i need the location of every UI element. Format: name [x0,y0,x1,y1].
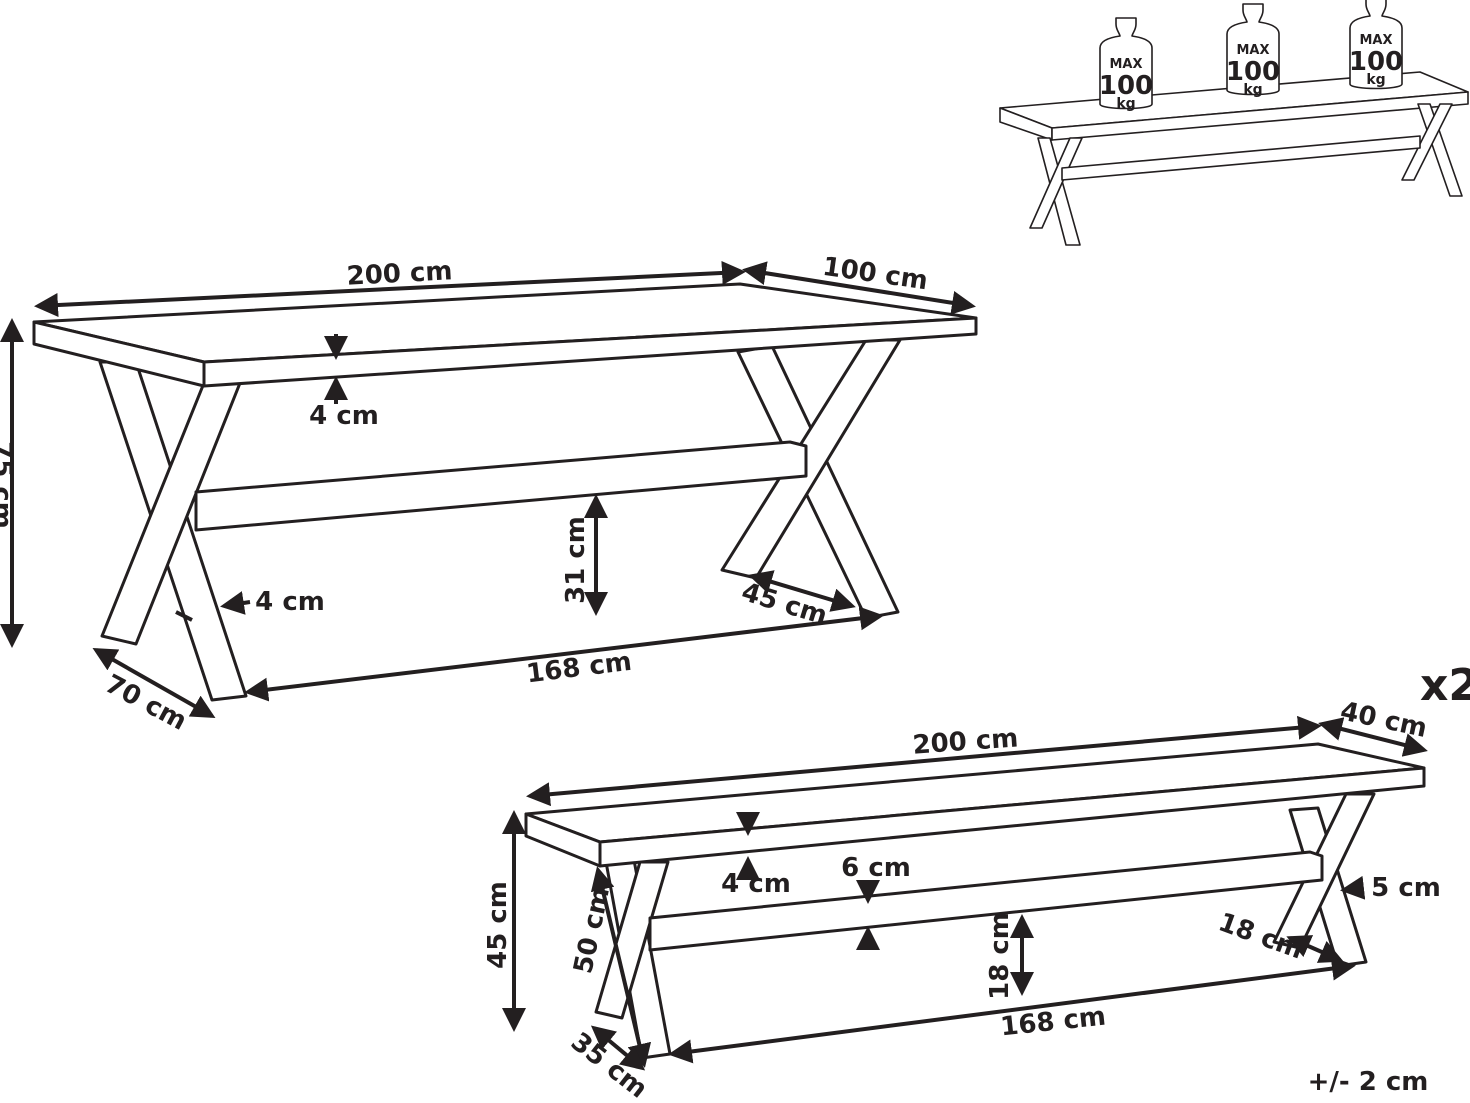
weight-value: 100 [1099,71,1153,101]
bench-count-label: x2 [1420,660,1470,711]
table-leg-thickness-label: 4 cm [255,587,325,617]
weight-value: 100 [1349,47,1403,77]
bench-length-label: 200 cm [912,723,1020,760]
table-top-thickness-label: 4 cm [309,401,379,431]
table-length-dimension [34,260,746,318]
weight-max-label: MAX [1236,43,1269,58]
table-width-dimension [742,261,976,315]
weight-max-label: MAX [1109,57,1142,72]
table-length-label: 200 cm [346,256,453,291]
bench-leg-span-dimension [1286,935,1344,963]
weight-unit: kg [1243,82,1262,98]
bench-top-thickness-label: 4 cm [721,869,791,899]
table-clearance-label: 31 cm [561,516,591,604]
table-height-label: 75 cm [0,441,17,529]
bench-thumbnail [999,71,1469,246]
bench-drawing: x2 200 cm 40 cm 45 cm 50 cm 4 cm 6 cm 5 … [483,660,1470,1103]
bench-width-dimension [1318,717,1428,757]
bench-diagonal-label: 50 cm [568,884,616,976]
bench-inner-length-dimension [668,956,1356,1064]
weight-unit: kg [1366,72,1385,88]
bench-length-dimension [526,715,1322,807]
bench-height-label: 45 cm [483,881,513,969]
table-inner-length-label: 168 cm [525,647,634,690]
bench-width-label: 40 cm [1338,696,1430,744]
weight-unit: kg [1116,96,1135,112]
table-drawing: 200 cm 100 cm 75 cm 4 cm 4 cm 31 cm 45 c… [0,252,978,737]
weight-icon: MAX 100 kg [1226,3,1280,98]
weight-max-label: MAX [1359,33,1392,48]
bench-leg-width-dimension [590,1025,646,1071]
table-stretcher [194,440,808,532]
table-leg-span-dimension [748,570,856,612]
table-inner-length-dimension [244,606,884,702]
weight-capacity-illustration: MAX 100 kg MAX 100 kg MAX 100 kg [999,0,1469,246]
bench-leg-thickness-label: 5 cm [1371,873,1441,903]
weight-value: 100 [1226,57,1280,87]
weight-icon: MAX 100 kg [1099,17,1153,112]
table-leg-width-dimension [92,648,216,718]
tolerance-note: +/- 2 cm [1308,1067,1429,1097]
bench-beam-label: 6 cm [841,853,911,883]
bench-clearance-label: 18 cm [985,912,1015,1000]
weight-icon: MAX 100 kg [1349,0,1403,90]
table-top-edge [202,316,978,388]
